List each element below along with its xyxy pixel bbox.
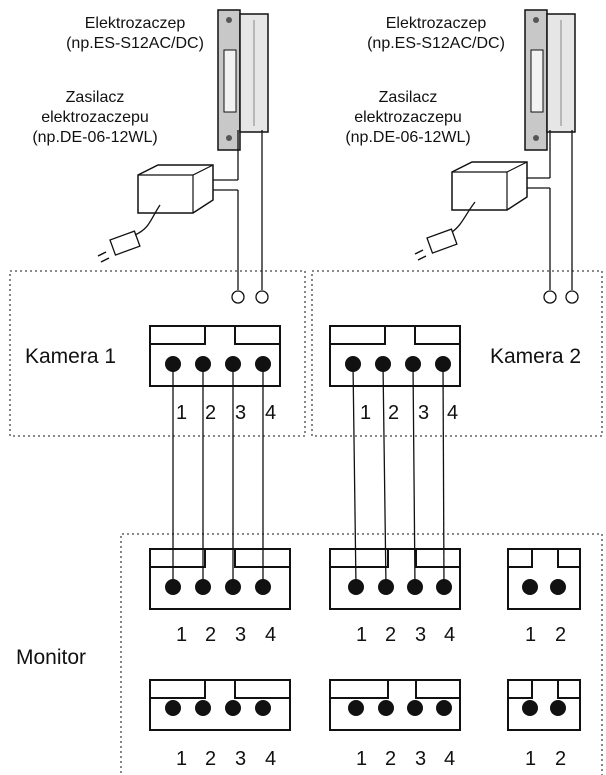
mon-b-pin-1: 1 <box>356 624 368 646</box>
monitor-connector-a <box>149 548 291 610</box>
camera2-box <box>311 270 603 437</box>
cam2-pin-1: 1 <box>360 402 372 424</box>
monitor-connector-c-dot-2 <box>550 579 566 595</box>
plug-2 <box>414 228 458 261</box>
camera2-label: Kamera 2 <box>490 345 582 368</box>
lock-label-2-line2: (np.ES-S12AC/DC) <box>367 35 505 52</box>
mon-a-pin-3: 3 <box>235 624 247 646</box>
mon-d-pin-1: 1 <box>176 748 188 770</box>
power-supply-2 <box>451 161 528 211</box>
monitor-connector-d-dot-1 <box>165 700 181 716</box>
mon-b-pin-2: 2 <box>385 624 397 646</box>
mon-d-pin-3: 3 <box>235 748 247 770</box>
monitor-connector-e-dot-4 <box>436 700 452 716</box>
monitor-connector-e-dot-1 <box>348 700 364 716</box>
mon-d-pin-2: 2 <box>205 748 217 770</box>
terminal-2b <box>565 290 579 304</box>
monitor-connector-d-dot-3 <box>225 700 241 716</box>
power-supply-1 <box>137 164 214 214</box>
mon-f-pin-1: 1 <box>525 748 537 770</box>
monitor-connector-e <box>329 679 461 731</box>
terminal-1b <box>255 290 269 304</box>
cam1-pin-2: 2 <box>205 402 217 424</box>
psu-label-1-line3: (np.DE-06-12WL) <box>32 129 158 146</box>
monitor-connector-f-dot-1 <box>522 700 538 716</box>
psu-label-2-line3: (np.DE-06-12WL) <box>345 129 471 146</box>
mon-e-pin-4: 4 <box>444 748 456 770</box>
lock-label-1-line1: Elektrozaczep <box>84 15 186 32</box>
mon-a-pin-1: 1 <box>176 624 188 646</box>
psu-label-2: Zasilacz elektrozaczepu (np.DE-06-12WL) <box>345 88 470 148</box>
terminal-2a <box>543 290 557 304</box>
mon-d-pin-4: 4 <box>265 748 277 770</box>
monitor-connector-e-dot-2 <box>378 700 394 716</box>
mon-a-pin-2: 2 <box>205 624 217 646</box>
cam2-pin-4: 4 <box>447 402 459 424</box>
cam1-pin-1: 1 <box>176 402 188 424</box>
mon-c-pin-2: 2 <box>555 624 567 646</box>
mon-f-pin-2: 2 <box>555 748 567 770</box>
monitor-box <box>120 533 603 775</box>
mon-a-pin-4: 4 <box>265 624 277 646</box>
cam2-wire-1 <box>352 363 357 588</box>
monitor-connector-e-dot-3 <box>407 700 423 716</box>
door-strike-1 <box>217 9 269 151</box>
psu-cord-1 <box>134 204 161 236</box>
monitor-connector-d-dot-4 <box>255 700 271 716</box>
lock-label-2: Elektrozaczep (np.ES-S12AC/DC) <box>367 14 505 54</box>
monitor-connector-b <box>329 548 461 610</box>
monitor-connector-d <box>149 679 291 731</box>
mon-e-pin-2: 2 <box>385 748 397 770</box>
cam2-pin-3: 3 <box>418 402 430 424</box>
mon-e-pin-3: 3 <box>415 748 427 770</box>
monitor-label: Monitor <box>16 646 87 669</box>
mon-b-pin-3: 3 <box>415 624 427 646</box>
mon-b-pin-4: 4 <box>444 624 456 646</box>
mon-c-pin-1: 1 <box>525 624 537 646</box>
monitor-connector-c <box>507 548 581 610</box>
cam2-wire-4 <box>442 363 445 588</box>
lock-label-1-line2: (np.ES-S12AC/DC) <box>66 35 204 52</box>
psu-cord-2 <box>451 201 476 233</box>
cam2-wire-2 <box>382 363 387 588</box>
cam2-pin-2: 2 <box>388 402 400 424</box>
plug-1 <box>97 230 141 263</box>
lock-label-2-line1: Elektrozaczep <box>385 15 487 32</box>
door-strike-2 <box>524 9 576 151</box>
cam1-pin-4: 4 <box>265 402 277 424</box>
psu-label-2-line2: elektrozaczepu <box>354 109 462 126</box>
lock-label-1: Elektrozaczep (np.ES-S12AC/DC) <box>66 14 204 54</box>
cam1-pin-3: 3 <box>235 402 247 424</box>
monitor-connector-f-dot-2 <box>550 700 566 716</box>
terminal-1a <box>231 290 245 304</box>
monitor-connector-d-dot-2 <box>195 700 211 716</box>
camera2-connector <box>329 325 461 387</box>
psu-label-1-line1: Zasilacz <box>65 89 125 106</box>
psu-label-1: Zasilacz elektrozaczepu (np.DE-06-12WL) <box>32 88 157 148</box>
camera1-label: Kamera 1 <box>25 345 117 368</box>
monitor-connector-c-dot-1 <box>522 579 538 595</box>
psu-label-2-line1: Zasilacz <box>378 89 438 106</box>
camera1-connector <box>149 325 281 387</box>
psu-label-1-line2: elektrozaczepu <box>41 109 149 126</box>
mon-e-pin-1: 1 <box>356 748 368 770</box>
cam2-wire-3 <box>412 363 416 588</box>
monitor-connector-f <box>507 679 581 731</box>
